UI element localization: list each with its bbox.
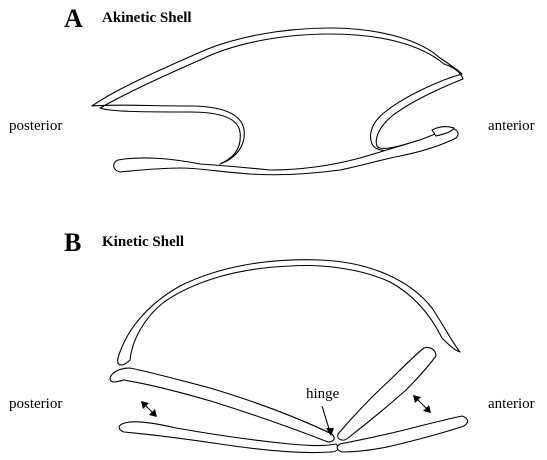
- kinetic-upper-dome: [118, 260, 460, 365]
- akinetic-lower-shell: [114, 128, 458, 175]
- posterior-motion-arrow: [141, 401, 157, 417]
- anterior-motion-arrow: [413, 395, 431, 413]
